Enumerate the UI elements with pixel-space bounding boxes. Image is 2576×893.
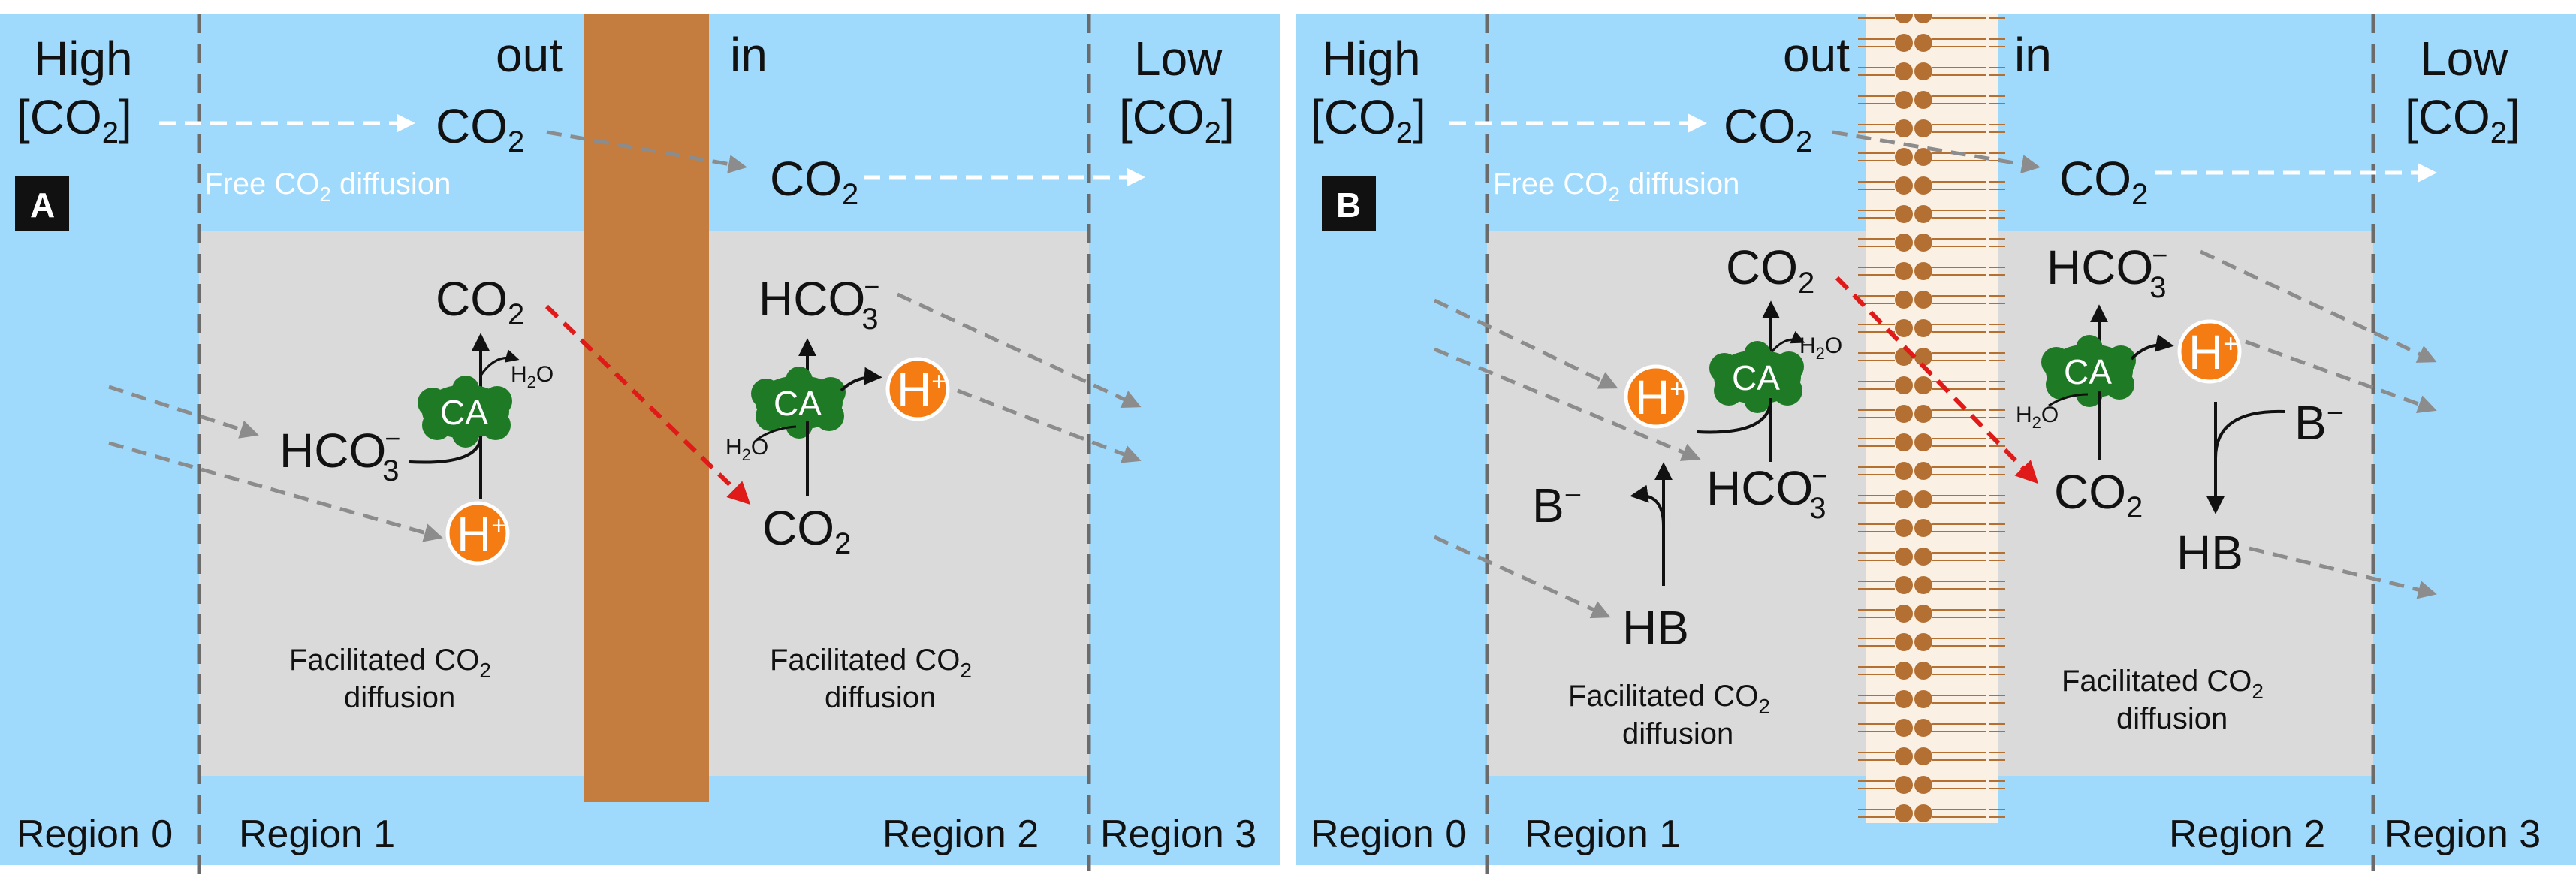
panel-a-proton-left: [445, 501, 510, 566]
panel-b-h-curve-right: [2130, 334, 2174, 361]
panel-a-high-label: High: [34, 32, 133, 86]
panel-a-proton-right: [885, 357, 950, 421]
panel-b-high-label: High: [1322, 32, 1421, 86]
panel-b: High [CO2] Low [CO2] out in B CO2 Free C…: [1296, 14, 2576, 879]
panel-a-free-diffusion: Free CO2 diffusion: [204, 167, 451, 206]
panel-b-in-label: in: [2014, 28, 2052, 82]
panel-b-ca-right: CA: [2064, 352, 2112, 391]
panel-a: High [CO2] Low [CO2] out in A CO2 Free C…: [0, 14, 1280, 879]
panel-b-free-diffusion: Free CO2 diffusion: [1493, 167, 1739, 206]
panel-a-facilitated-left: Facilitated CO2: [289, 644, 491, 682]
panel-a-region3: Region 3: [1100, 813, 1256, 856]
panel-b-grey-out-1: [2199, 249, 2437, 363]
panel-b-facilitated-left: Facilitated CO2: [1568, 680, 1770, 718]
panel-a-diffusion-right: diffusion: [825, 681, 936, 714]
panel-a-region1: Region 1: [239, 813, 395, 856]
panel-b-proton-left: [1624, 364, 1688, 429]
panel-a-co2-out: CO2: [436, 99, 524, 158]
panel-b-hb-right: HB: [2176, 526, 2243, 580]
panel-b-h2o-curve-right: [2048, 393, 2089, 407]
panel-a-ca-left: CA: [440, 393, 488, 432]
panel-a-proton-label-right: H+: [897, 363, 946, 417]
panel-b-grey-in-3: [1433, 535, 1611, 619]
panel-a-cell-wall: [584, 14, 709, 802]
panel-a-hco3-right: HCO−3: [759, 271, 879, 336]
panel-b-free-arrow-through: [1832, 130, 2041, 173]
panel-b-co2-right: CO2: [2054, 465, 2143, 524]
panel-a-h2o-right: H2O: [725, 435, 768, 464]
panel-a-facilitated-right: Facilitated CO2: [770, 644, 972, 682]
panel-a-h-curve-right: [840, 367, 882, 392]
panel-a-hco3-left: HCO−3: [279, 423, 400, 487]
panel-b-letter-box: [1322, 176, 1376, 231]
panel-a-letter: A: [30, 186, 55, 225]
panel-b-h2o-left: H2O: [1799, 333, 1842, 363]
panel-b-diffusion-right: diffusion: [2116, 702, 2228, 735]
panel-a-region2: Region 2: [882, 813, 1039, 856]
panel-b-facilitated-right: Facilitated CO2: [2062, 665, 2264, 703]
panel-b-grey-out-3: [2249, 546, 2437, 599]
panel-b-b-left: B−: [1532, 478, 1582, 532]
panel-b-proton-label-right: H+: [2188, 325, 2238, 379]
panel-b-b-right: B−: [2294, 396, 2344, 450]
panel-b-co2-in: CO2: [2059, 152, 2148, 211]
panel-a-free-arrow-through: [546, 130, 747, 173]
panel-b-out-label: out: [1783, 28, 1850, 82]
panel-a-in-label: in: [730, 28, 768, 82]
panel-a-h2o-curve-right: [756, 425, 797, 441]
panel-b-region1: Region 1: [1525, 813, 1681, 856]
panel-a-grey-in-2: [108, 441, 443, 542]
panel-b-ca-left: CA: [1732, 358, 1780, 397]
panel-b-grey-in-1: [1433, 298, 1618, 389]
panel-a-co2-in: CO2: [770, 152, 858, 211]
panel-a-h2o-curve-left: [479, 349, 520, 376]
panel-b-co2-left: CO2: [1726, 240, 1814, 300]
panel-a-out-label: out: [496, 28, 563, 82]
panel-a-low-label: Low: [1134, 32, 1223, 86]
panel-b-h2o-right: H2O: [2016, 403, 2059, 432]
panel-a-proton-label-left: H+: [457, 507, 506, 561]
panel-a-diffusion-left: diffusion: [344, 681, 455, 714]
panel-b-co2-out: CO2: [1724, 99, 1812, 158]
panel-a-low-conc: [CO2]: [1119, 90, 1235, 149]
panel-b-grey-out-2: [2245, 339, 2437, 413]
panel-b-hco3-right: HCO−3: [2047, 240, 2167, 304]
panel-b-low-conc: [CO2]: [2405, 90, 2520, 149]
panel-a-ca-right: CA: [774, 384, 822, 423]
panel-a-region0: Region 0: [17, 813, 173, 856]
panel-b-region2: Region 2: [2169, 813, 2325, 856]
panel-a-h2o-left: H2O: [511, 362, 554, 391]
panel-b-high-conc: [CO2]: [1311, 90, 1426, 149]
panel-a-letter-box: [15, 176, 69, 231]
panel-a-co2-left: CO2: [436, 272, 524, 331]
panel-b-low-label: Low: [2420, 32, 2508, 86]
panel-a-grey-in-1: [108, 385, 259, 439]
panel-a-co2-right: CO2: [762, 501, 851, 560]
panel-b-letter: B: [1336, 186, 1361, 225]
panel-b-proton-right: [2177, 319, 2242, 384]
panel-a-high-conc: [CO2]: [17, 90, 132, 149]
panel-b-hco3-left: HCO−3: [1706, 460, 1827, 525]
panel-b-region0: Region 0: [1311, 813, 1467, 856]
panel-b-h2o-curve-left: [1769, 330, 1805, 354]
panel-b-proton-label-left: H+: [1635, 370, 1685, 424]
panel-b-lipid-membrane: [1858, 14, 2005, 823]
panel-a-grey-out-2: [957, 388, 1142, 463]
panel-b-region3: Region 3: [2384, 813, 2541, 856]
panel-b-hb-left: HB: [1622, 601, 1689, 655]
panel-b-diffusion-left: diffusion: [1622, 717, 1733, 750]
panel-a-grey-out-1: [896, 292, 1142, 408]
panel-b-b-curve-left: [1630, 484, 1665, 526]
